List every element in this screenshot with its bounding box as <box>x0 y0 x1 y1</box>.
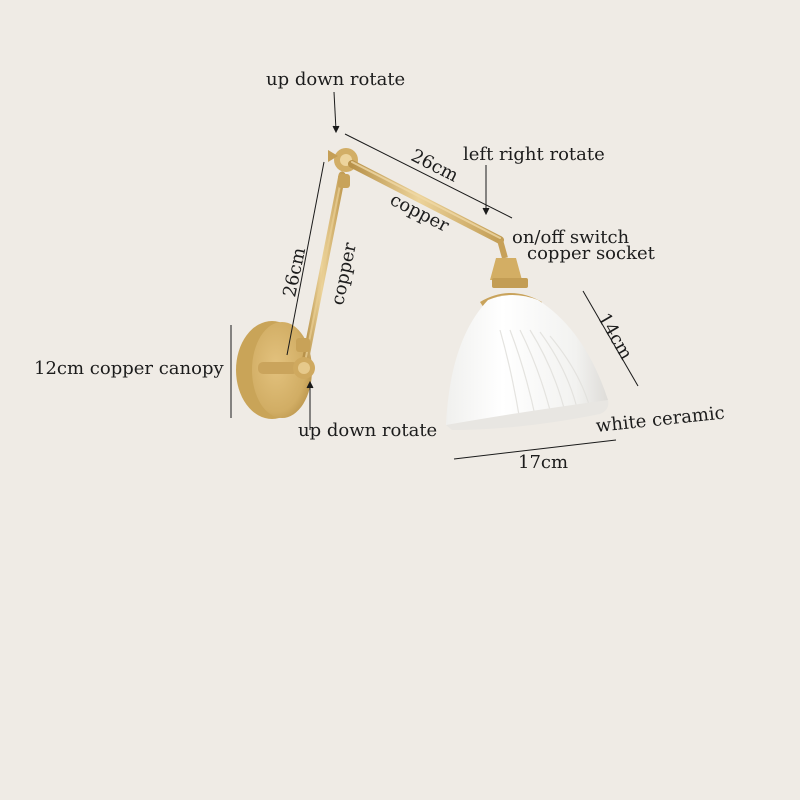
dimension-lines <box>230 91 639 460</box>
label-switch: on/off switch <box>512 227 630 248</box>
label-bottom-rotate: up down rotate <box>298 420 438 441</box>
label-canopy: 12cm copper canopy <box>34 358 224 379</box>
white-ceramic-shade <box>446 295 609 430</box>
label-left-right-rotate: left right rotate <box>463 144 605 165</box>
upper-arm <box>348 160 504 244</box>
label-top-rotate: up down rotate <box>266 69 406 90</box>
label-socket: copper socket <box>527 243 655 264</box>
label-shade-width: 17cm <box>518 452 569 473</box>
lower-arm <box>293 171 346 379</box>
